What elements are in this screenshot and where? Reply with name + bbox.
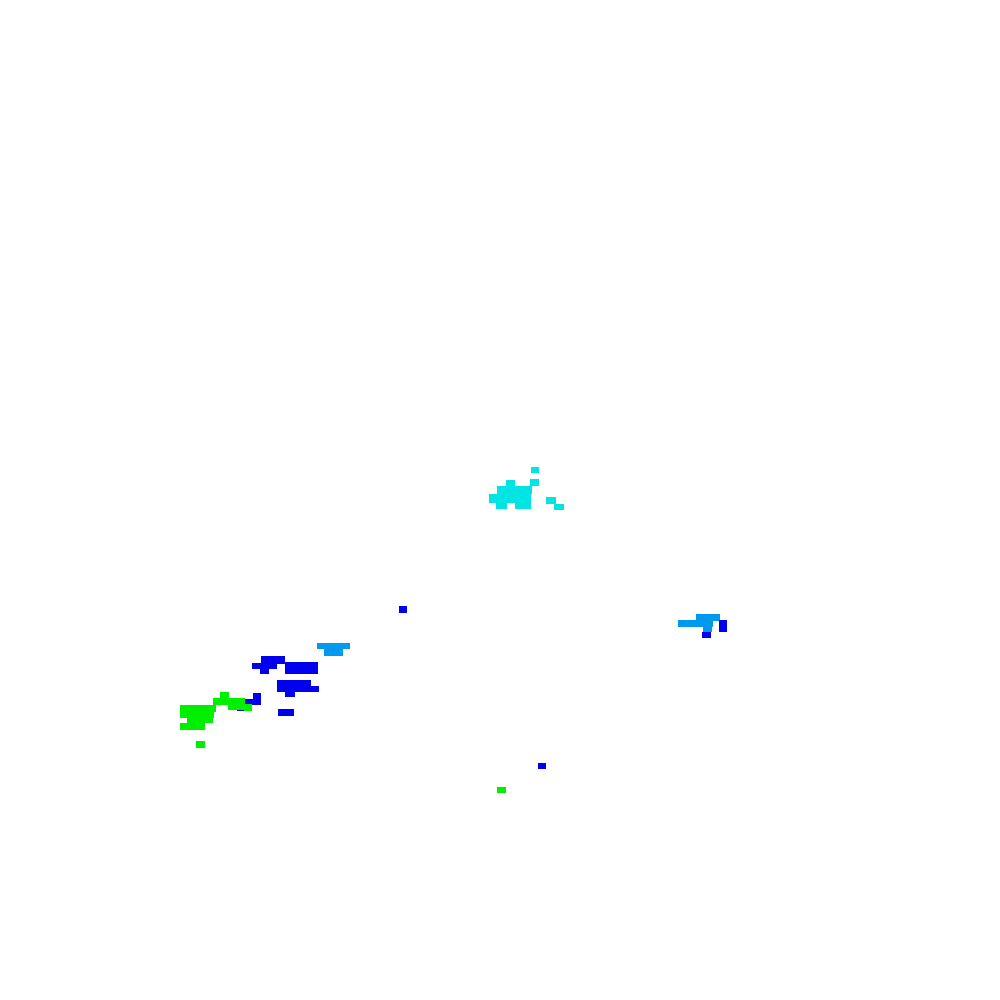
precip-cell [260,668,269,674]
precip-cell [678,620,713,627]
precip-cell [180,711,214,718]
precip-cell [277,686,319,692]
precip-cell [317,643,350,649]
precip-cell [703,626,712,632]
precip-cell [228,704,247,710]
precip-cell [546,497,556,504]
precip-cell [554,504,564,510]
precip-cell [180,705,216,712]
precip-cell [244,704,252,711]
precip-cell [277,680,311,687]
precip-cell [515,501,531,509]
green-cluster [180,692,506,793]
precip-cell [531,467,539,473]
precip-cell [696,614,720,621]
precip-cell [324,649,343,656]
precip-cell [180,723,205,730]
precip-cell [252,663,277,669]
precip-cell [245,699,261,705]
precip-cell [497,486,532,494]
precip-cell [213,698,245,705]
precip-cell [285,692,295,697]
precip-cell [220,692,229,700]
precip-cell [285,662,318,674]
precip-cell [489,494,531,503]
precip-cell [506,480,515,487]
precip-cell [497,787,506,793]
precip-cell [196,741,205,748]
lightblue-cluster [317,614,720,656]
precip-cell [496,501,507,509]
precip-cell [702,632,711,638]
precip-cell [399,606,407,613]
precip-cell [187,717,213,723]
precip-cell [538,763,546,769]
precip-cell [278,709,294,716]
precip-cell [530,479,539,486]
precip-cell [253,693,261,700]
precip-cell [261,656,285,664]
cyan-cluster [489,467,564,510]
precip-cell [719,620,727,632]
